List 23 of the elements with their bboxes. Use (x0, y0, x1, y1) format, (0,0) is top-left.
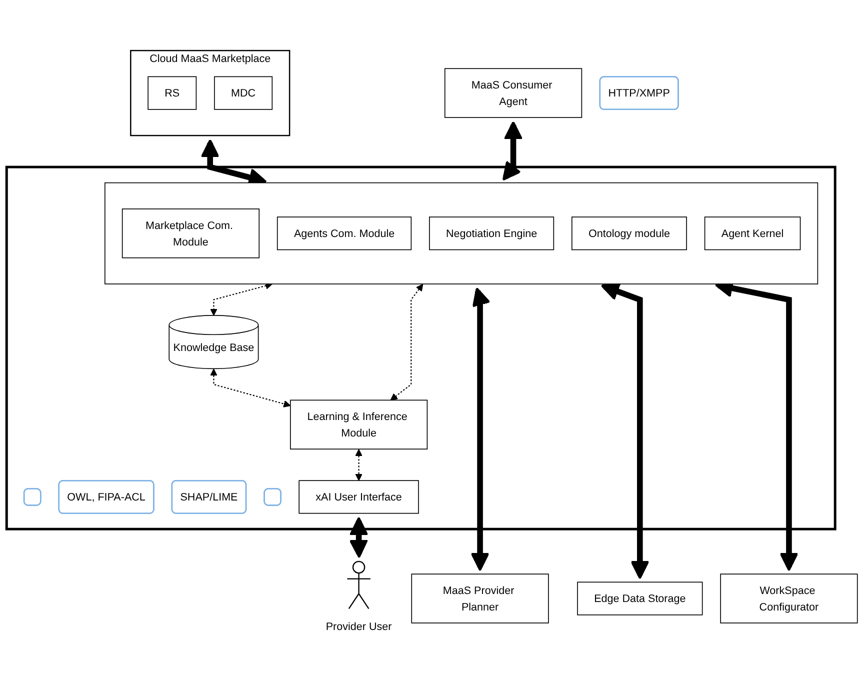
node-box: Learning & Inference Module (290, 400, 428, 450)
node-box: Agent Kernel (704, 216, 801, 250)
node-box: Negotiation Engine (429, 216, 554, 250)
arrow (210, 282, 273, 316)
arrow (600, 282, 650, 580)
node-box: MDC (214, 76, 273, 110)
node-box: Marketplace Com. Module (122, 208, 260, 258)
node-box: RS (148, 76, 197, 110)
node-box: MaaS Consumer Agent (444, 68, 582, 118)
arrow (390, 284, 424, 400)
cluster (5, 166, 836, 530)
arrow (349, 516, 368, 558)
node-box: Agents Com. Module (276, 216, 412, 250)
node-box: WorkSpace Configurator (720, 574, 858, 624)
arrow (470, 287, 491, 572)
node-box: MaaS Provider Planner (411, 574, 549, 624)
node-box: Ontology module (572, 216, 687, 250)
arrow (355, 449, 362, 481)
cluster (104, 182, 818, 284)
node-box: xAI User Interface (298, 480, 419, 514)
node-box: Edge Data Storage (577, 582, 703, 616)
arrow (502, 121, 523, 181)
arrow (210, 368, 291, 408)
